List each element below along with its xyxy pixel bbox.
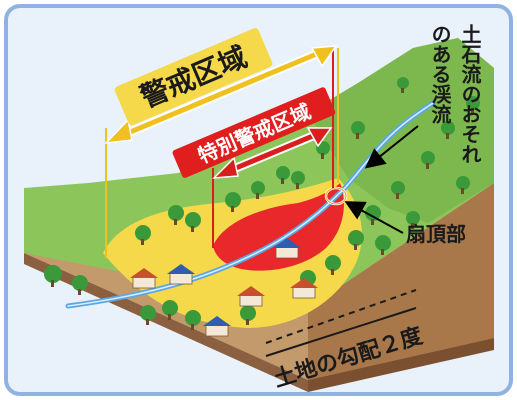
tree-icon [351, 121, 365, 139]
tree-icon [185, 212, 201, 232]
tree-icon [325, 255, 341, 275]
stream-pointer-arrow [364, 125, 419, 169]
slope-line-dashed [265, 289, 417, 344]
tree-icon [291, 171, 305, 189]
warning-zone-label: 警戒区域 [114, 28, 273, 126]
tree-icon [406, 211, 420, 229]
house-icon [290, 278, 318, 299]
house-icon [167, 264, 195, 285]
tree-icon [397, 77, 409, 93]
slope-line-solid [265, 307, 417, 357]
tree-icon [240, 305, 256, 325]
special-warning-zone-area [213, 183, 344, 271]
tree-icon [391, 181, 405, 199]
tree-icon [72, 275, 88, 295]
stream-label-line2: のある渓流 [428, 24, 452, 125]
tree-icon [44, 265, 62, 287]
house-icon [237, 286, 265, 307]
tree-icon [225, 192, 241, 212]
tree-icon [375, 235, 391, 255]
special-zone-arrow [212, 127, 333, 179]
tree-icon [441, 121, 455, 139]
fan-apex-pointer-arrow [344, 201, 404, 234]
stream-label-line1: 土石流のおそれ [458, 24, 482, 164]
tree-icon [185, 310, 201, 330]
house-icon [203, 316, 231, 337]
ground-bottom-edge [24, 253, 308, 392]
ground-side-face [308, 183, 494, 380]
diagram-frame: 警戒区域 特別警戒区域 土石流のおそれ のある渓流 扇頂部 土地の勾配２度 [4, 4, 513, 396]
tree-icon [456, 176, 470, 194]
tree-icon [135, 225, 151, 245]
tree-icon [251, 181, 265, 199]
houses [130, 238, 318, 337]
house-icon [130, 268, 158, 289]
debris-flow-zone-diagram: 警戒区域 特別警戒区域 土石流のおそれ のある渓流 扇頂部 土地の勾配２度 [24, 24, 494, 392]
trees [44, 77, 480, 330]
tree-icon [466, 96, 480, 114]
fan-apex-label: 扇頂部 [406, 222, 466, 246]
tree-icon [168, 205, 184, 225]
warning-zone-arrow [104, 45, 338, 144]
tree-icon [162, 300, 178, 320]
tree-icon [140, 305, 156, 325]
house-icon [273, 238, 301, 259]
tree-icon [276, 166, 290, 184]
tree-icon [421, 151, 435, 169]
tree-icon [365, 205, 381, 225]
tree-icon [348, 230, 364, 250]
